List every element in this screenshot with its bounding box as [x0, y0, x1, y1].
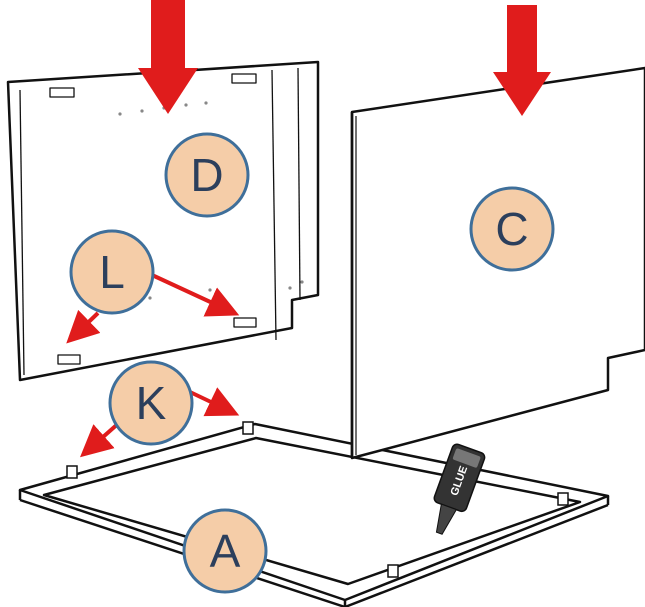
label-k: K	[136, 377, 167, 429]
base-frame-a	[18, 422, 610, 607]
label-d: D	[190, 149, 223, 201]
panel-d	[6, 60, 320, 382]
callout-l: L	[69, 229, 155, 315]
frame-brackets	[66, 421, 569, 578]
down-arrow-right-icon	[493, 5, 551, 116]
callout-k: K	[108, 360, 194, 446]
down-arrow-left-icon	[138, 0, 198, 114]
label-a: A	[210, 525, 241, 577]
pointer-arrows	[66, 273, 240, 458]
label-l: L	[99, 246, 125, 298]
callout-d: D	[164, 132, 250, 218]
label-c: C	[495, 203, 528, 255]
callout-c: C	[469, 186, 555, 272]
callout-a: A	[182, 508, 268, 594]
glue-bottle-icon: GLUE	[433, 443, 486, 535]
